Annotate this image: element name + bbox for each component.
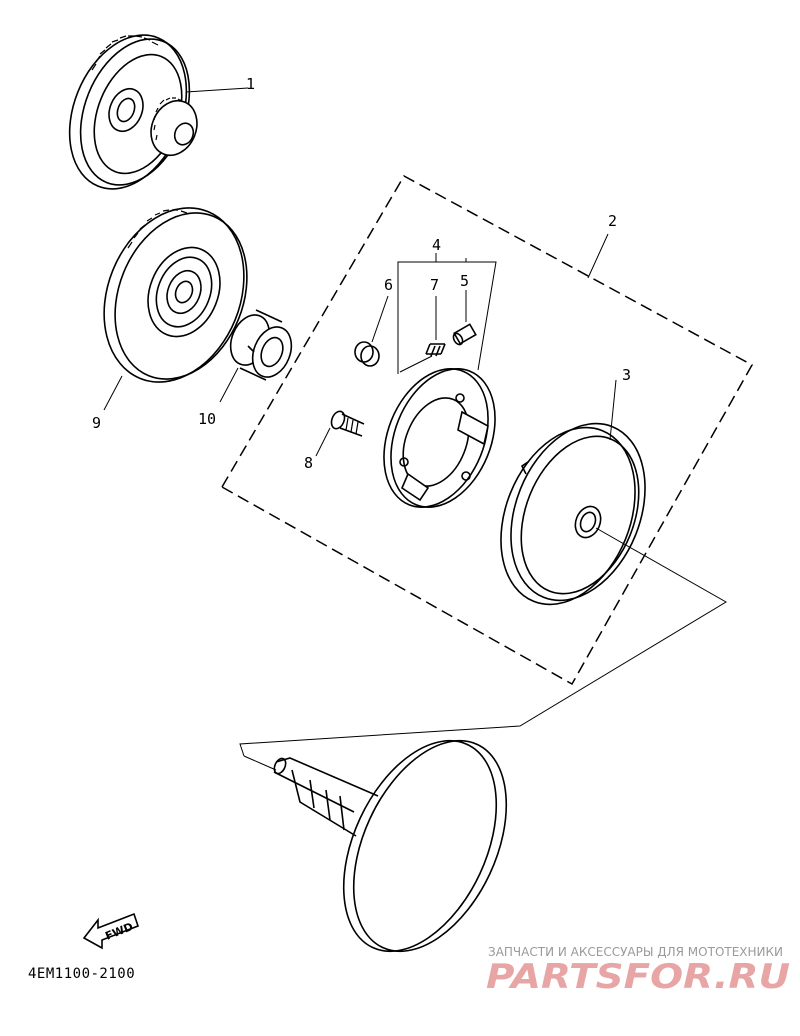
callout-2: 2: [608, 212, 617, 230]
callout-4: 4: [432, 236, 441, 254]
assembly-2-boundary: [221, 174, 754, 686]
part-5-plunger: [452, 290, 477, 346]
callout-5: 5: [460, 272, 469, 290]
callout-8: 8: [304, 454, 313, 472]
part-10-collar: [219, 309, 293, 403]
watermark-tagline: ЗАПЧАСТИ И АКСЕССУАРЫ ДЛЯ МОТОТЕХНИКИ: [488, 945, 783, 959]
part-1-gear: [68, 34, 249, 190]
callout-7: 7: [430, 276, 439, 294]
callout-9: 9: [92, 414, 101, 432]
part-7-spring: [425, 296, 446, 357]
leader-7-to-ring: [399, 355, 433, 373]
callout-6: 6: [384, 276, 393, 294]
callout-1: 1: [246, 75, 255, 93]
watermark-brand: PARTSFOR.RU: [486, 957, 790, 997]
diagram-code: 4EM1100-2100: [28, 966, 135, 982]
part-3-housing: [239, 379, 727, 757]
part-6-roller: [354, 295, 389, 367]
part-9-gear: [103, 207, 248, 411]
callout-3: 3: [622, 366, 631, 384]
callout-10: 10: [198, 410, 216, 428]
subassembly-4-bracket: [397, 253, 497, 374]
clutch-ring: [383, 368, 496, 508]
part-8-screw: [315, 410, 365, 457]
crankshaft-disc: [243, 739, 508, 953]
fwd-arrow-icon: FWD: [82, 912, 139, 950]
